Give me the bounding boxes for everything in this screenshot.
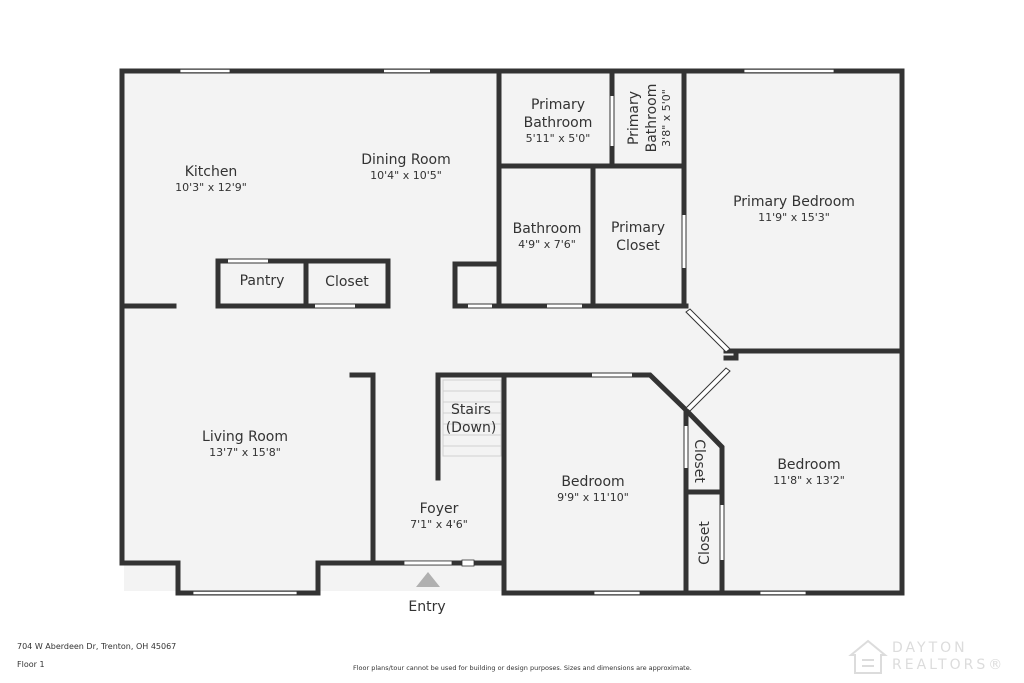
stairs-line2: (Down) — [446, 420, 497, 436]
pantry-name: Pantry — [240, 273, 285, 289]
entry-threshold — [403, 559, 475, 567]
primary-bathroom-1-line1: Primary — [531, 97, 585, 113]
bedroom-2-dims: 11'8" x 13'2" — [773, 474, 845, 487]
primary-closet-line2: Closet — [616, 238, 660, 254]
disclaimer-text: Floor plans/tour cannot be used for buil… — [353, 664, 692, 672]
stairs-treads — [442, 379, 502, 457]
primary-bedroom-name: Primary Bedroom — [733, 194, 855, 210]
primary-bathroom-2-label: Primary Bathroom 3'8" x 5'0" — [626, 84, 673, 153]
primary-bathroom-1-line2: Bathroom — [524, 115, 593, 131]
address-text: 704 W Aberdeen Dr, Trenton, OH 45067 — [17, 642, 177, 651]
floor-label: Floor 1 — [17, 660, 45, 669]
stairs-line1: Stairs — [451, 402, 491, 418]
foyer-dims: 7'1" x 4'6" — [410, 518, 468, 531]
watermark-line1: DAYTON — [892, 640, 968, 656]
closet-hall-name: Closet — [325, 274, 369, 290]
primary-bathroom-2-line1: Primary — [626, 91, 642, 145]
angled-doors — [685, 308, 731, 412]
room-labels: Kitchen 10'3" x 12'9" Dining Room 10'4" … — [175, 84, 855, 615]
bedroom-2-name: Bedroom — [777, 457, 840, 473]
foyer-name: Foyer — [420, 501, 459, 517]
dining-room-dims: 10'4" x 10'5" — [370, 169, 442, 182]
living-room-name: Living Room — [202, 429, 288, 445]
kitchen-name: Kitchen — [185, 164, 238, 180]
kitchen-dims: 10'3" x 12'9" — [175, 181, 247, 194]
floor-fill — [124, 72, 900, 594]
primary-bathroom-2-dims: 3'8" x 5'0" — [660, 89, 673, 147]
closet-lower-name: Closet — [697, 521, 713, 565]
primary-bathroom-1-dims: 5'11" x 5'0" — [526, 132, 591, 145]
closet-upper-name: Closet — [691, 439, 707, 483]
bathroom-dims: 4'9" x 7'6" — [518, 238, 576, 251]
bathroom-name: Bathroom — [513, 221, 582, 237]
living-room-dims: 13'7" x 15'8" — [209, 446, 281, 459]
watermark-line2: REALTORS® — [892, 657, 1006, 673]
entry-arrow-icon — [416, 572, 440, 587]
bedroom-1-dims: 9'9" x 11'10" — [557, 491, 629, 504]
primary-closet-line1: Primary — [611, 220, 665, 236]
door-openings — [228, 96, 724, 560]
house-icon — [848, 639, 888, 674]
entry-label: Entry — [408, 599, 445, 615]
watermark-logo: DAYTON REALTORS® — [848, 638, 1018, 678]
window-outlines — [179, 68, 835, 596]
bedroom-1-name: Bedroom — [561, 474, 624, 490]
dining-room-name: Dining Room — [361, 152, 451, 168]
primary-bedroom-dims: 11'9" x 15'3" — [758, 211, 830, 224]
primary-bathroom-2-line2: Bathroom — [644, 84, 660, 153]
